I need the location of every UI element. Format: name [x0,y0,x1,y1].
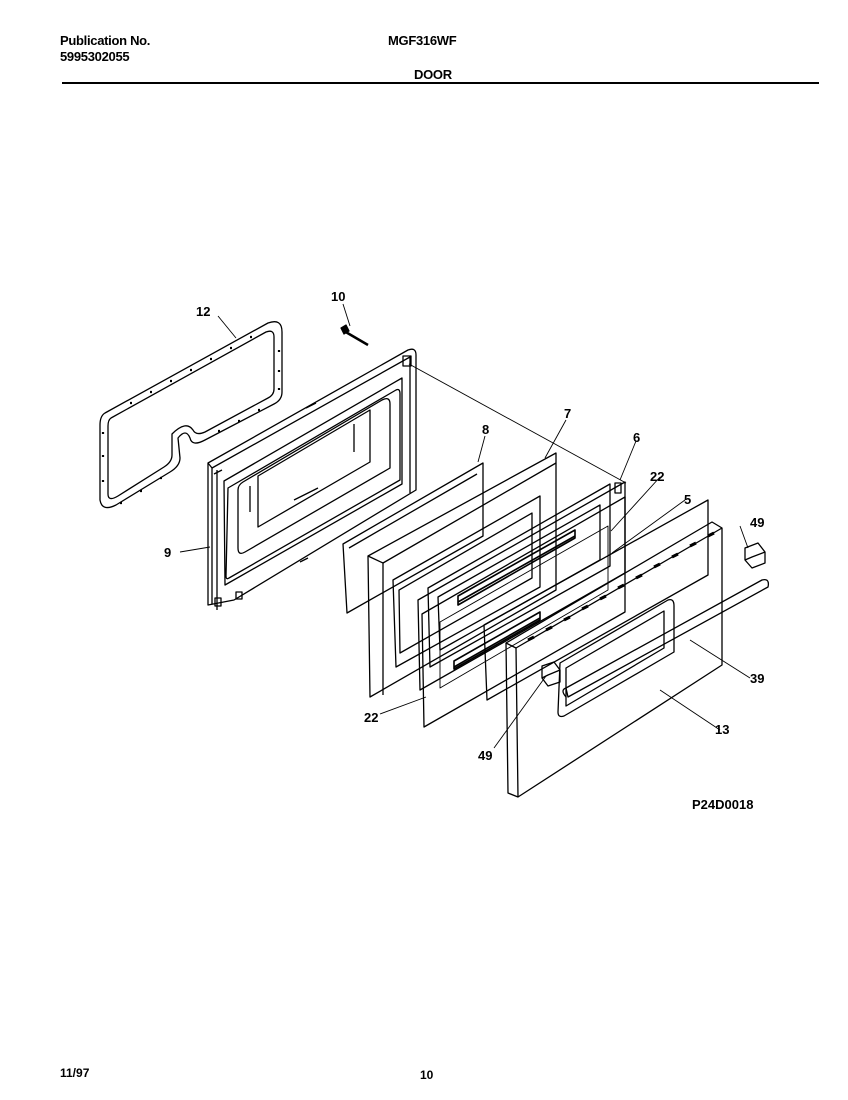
publication-number: 5995302055 [60,49,130,64]
leader-lines [179,303,751,749]
outer-door-panel-part [505,521,723,798]
handle-end-cap-part [541,542,766,687]
callout-8: 8 [482,422,489,437]
callout-6: 6 [633,430,640,445]
diagram-code: P24D0018 [692,797,754,812]
header-rule [62,82,819,84]
callout-10: 10 [331,289,345,304]
door-handle-part [562,579,770,698]
callout-49-bottom: 49 [478,748,492,763]
door-liner-part [367,452,557,698]
callout-5: 5 [684,492,691,507]
window-frame-part [417,481,626,691]
callout-13: 13 [715,722,729,737]
page-number: 10 [420,1068,434,1082]
inner-door-panel-part [207,348,417,610]
callout-12: 12 [196,304,210,319]
section-title: DOOR [414,67,452,82]
callout-22-top: 22 [650,469,664,484]
screw-part [340,324,369,347]
publication-label: Publication No. [60,33,151,48]
revision-date: 11/97 [60,1066,90,1080]
inner-glass-part [421,496,626,728]
model-number: MGF316WF [388,33,457,48]
callout-9: 9 [164,545,171,560]
callout-39: 39 [750,671,764,686]
glass-bracket-part [453,529,576,670]
door-gasket-part [99,321,283,509]
callout-7: 7 [564,406,571,421]
outer-glass-part [483,499,709,701]
callout-22-bottom: 22 [364,710,378,725]
callout-49-top: 49 [750,515,764,530]
insulation-part [342,462,484,614]
